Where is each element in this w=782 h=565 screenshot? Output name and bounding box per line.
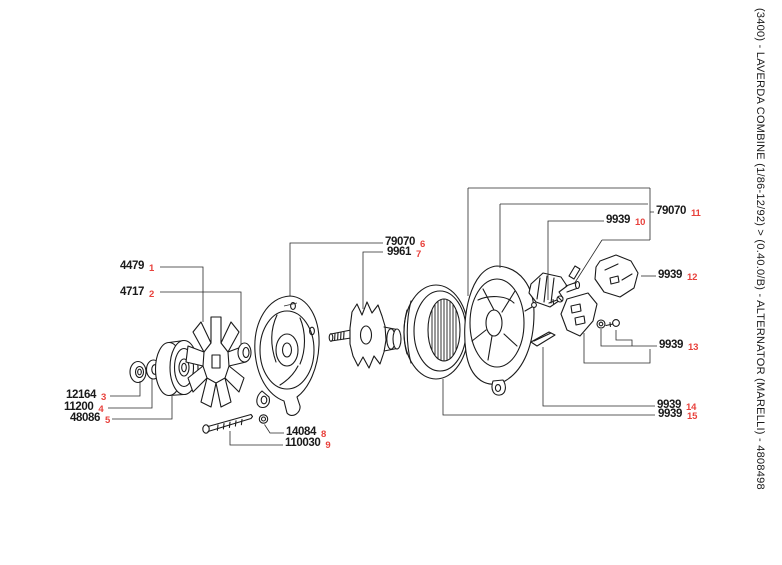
part-label-11[interactable]: 79070 11 bbox=[656, 205, 701, 219]
rotor-drawing bbox=[328, 301, 402, 369]
retaining-plate-drawing bbox=[530, 331, 556, 347]
small-nut-drawing bbox=[258, 414, 269, 424]
part-number[interactable]: 110030 bbox=[285, 437, 321, 449]
part-index: 15 bbox=[686, 411, 698, 422]
part-label-6[interactable]: 79070 6 bbox=[385, 236, 426, 250]
part-index: 4 bbox=[98, 404, 104, 415]
part-number[interactable]: 4479 bbox=[120, 260, 144, 272]
part-index: 1 bbox=[148, 263, 155, 274]
part-label-8[interactable]: 14084 8 bbox=[286, 426, 327, 440]
part-index: 2 bbox=[148, 289, 155, 300]
part-number[interactable]: 4717 bbox=[120, 286, 144, 298]
leader-lines bbox=[108, 187, 657, 446]
screw-drawing bbox=[548, 295, 564, 305]
part-label-12[interactable]: 9939 12 bbox=[658, 269, 698, 283]
cooling-fan-drawing bbox=[185, 316, 247, 408]
part-index: 5 bbox=[104, 415, 111, 426]
pin-drawing bbox=[568, 265, 581, 280]
rear-bracket-drawing bbox=[464, 265, 535, 396]
catalog-title-vertical: (3400) - LAVERDA COMBINE (1/86-12/92) > … bbox=[754, 8, 766, 490]
part-label-4[interactable]: 11200 4 bbox=[64, 401, 104, 415]
part-index: 11 bbox=[690, 208, 701, 219]
part-label-13[interactable]: 9939 13 bbox=[659, 339, 699, 353]
part-number[interactable]: 14084 bbox=[286, 426, 316, 438]
part-label-2[interactable]: 4717 2 bbox=[120, 286, 155, 300]
part-number[interactable]: 9939 bbox=[657, 399, 681, 411]
through-bolt-drawing bbox=[202, 413, 254, 434]
part-label-3[interactable]: 12164 3 bbox=[66, 389, 107, 403]
part-number[interactable]: 79070 bbox=[656, 205, 686, 217]
part-index: 8 bbox=[320, 429, 327, 440]
part-label-1[interactable]: 4479 1 bbox=[120, 260, 155, 274]
part-index: 3 bbox=[100, 392, 107, 403]
part-index: 7 bbox=[415, 249, 422, 260]
screw-pair-drawing bbox=[596, 319, 620, 329]
part-number[interactable]: 9939 bbox=[658, 269, 682, 281]
stator-drawing bbox=[403, 284, 469, 380]
part-number[interactable]: 9939 bbox=[659, 339, 683, 351]
part-index: 9 bbox=[325, 440, 331, 451]
part-label-5[interactable]: 48086 5 bbox=[70, 412, 111, 426]
part-label-9[interactable]: 110030 9 bbox=[285, 437, 331, 451]
part-index: 6 bbox=[419, 239, 426, 250]
part-number[interactable]: 9961 bbox=[387, 246, 411, 258]
front-bracket-drawing bbox=[254, 295, 320, 416]
brush-holder-drawing bbox=[560, 292, 598, 337]
part-number[interactable]: 11200 bbox=[64, 401, 94, 413]
part-label-15[interactable]: 9939 15 bbox=[658, 408, 698, 422]
part-index: 10 bbox=[634, 217, 646, 228]
part-label-10[interactable]: 9939 10 bbox=[606, 214, 646, 228]
part-index: 14 bbox=[685, 402, 697, 413]
part-label-7[interactable]: 9961 7 bbox=[387, 246, 422, 260]
pulley-nut-drawing bbox=[129, 360, 147, 384]
part-number[interactable]: 12164 bbox=[66, 389, 96, 401]
part-number[interactable]: 79070 bbox=[385, 236, 415, 248]
part-number[interactable]: 9939 bbox=[658, 408, 682, 420]
part-index: 12 bbox=[686, 272, 698, 283]
part-label-14[interactable]: 9939 14 bbox=[657, 399, 697, 413]
part-index: 13 bbox=[687, 342, 699, 353]
regulator-drawing bbox=[594, 254, 639, 298]
spacer-ring-drawing bbox=[237, 342, 252, 363]
part-number[interactable]: 48086 bbox=[70, 412, 100, 424]
part-number[interactable]: 9939 bbox=[606, 214, 630, 226]
